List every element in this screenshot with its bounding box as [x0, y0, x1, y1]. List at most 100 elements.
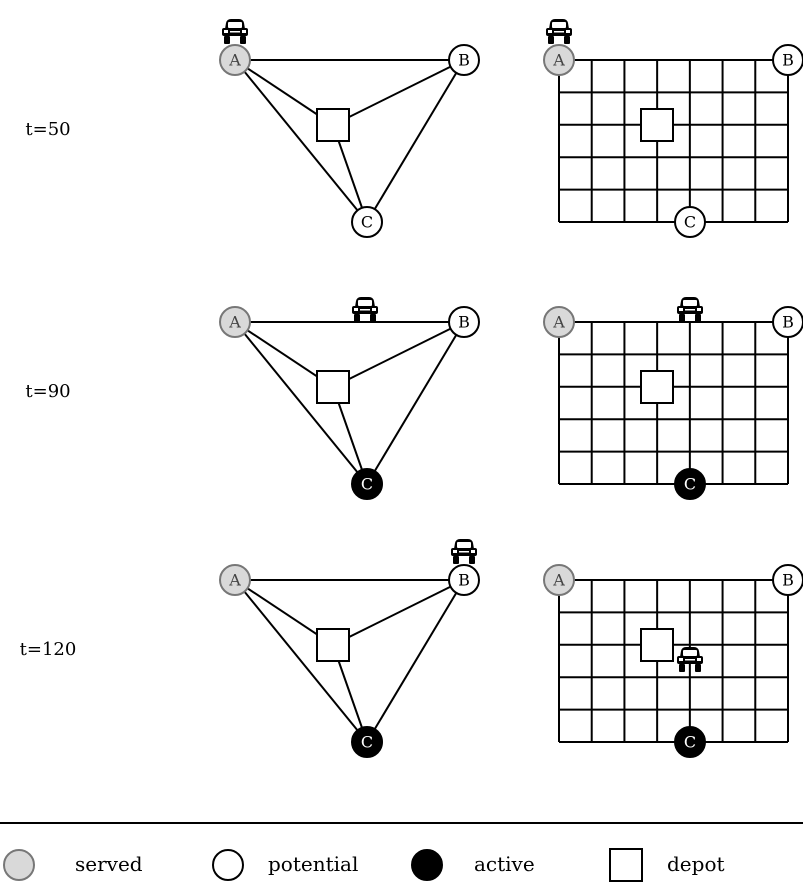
car-headlight: [679, 658, 683, 661]
node-label: A: [552, 51, 565, 70]
car-icon: [677, 647, 703, 672]
legend-label: served: [75, 852, 143, 876]
node-label: B: [782, 313, 794, 332]
car-wheel: [354, 314, 360, 322]
legend-label: active: [474, 852, 535, 876]
node-a: A: [219, 306, 251, 338]
legend-potential-circle: [212, 849, 244, 881]
node-label: C: [361, 475, 373, 494]
node-label: C: [684, 213, 696, 232]
node-potential-circle: [448, 306, 480, 338]
depot-square: [316, 108, 350, 142]
node-potential-circle: [674, 206, 706, 238]
node-a: A: [543, 306, 575, 338]
triangle-network: A B C: [219, 297, 480, 500]
node-b: B: [448, 44, 480, 76]
time-label: t=120: [20, 639, 77, 660]
node-served-circle: [543, 564, 575, 596]
node-label: B: [782, 571, 794, 590]
car-headlight: [697, 308, 701, 311]
car-icon: [451, 539, 477, 564]
car-headlight: [372, 308, 376, 311]
node-b: B: [448, 306, 480, 338]
node-c: C: [351, 468, 383, 500]
node-label: C: [684, 733, 696, 752]
node-b: B: [772, 306, 803, 338]
node-served-circle: [543, 44, 575, 76]
row-3: t=120 A B C A B C: [20, 539, 803, 758]
depot-square: [640, 108, 674, 142]
car-grille: [230, 31, 240, 33]
car-window: [457, 542, 471, 548]
legend: served potential active depot: [3, 848, 725, 882]
edge-b-c: [366, 321, 465, 485]
car-grille: [360, 309, 370, 311]
node-label: A: [228, 571, 241, 590]
car-wheel: [679, 314, 685, 322]
node-a: A: [543, 44, 575, 76]
node-label: C: [684, 475, 696, 494]
depot-square: [640, 370, 674, 404]
node-a: A: [219, 564, 251, 596]
edge-b-depot: [332, 321, 465, 388]
row-2: t=90 A B C A B C: [25, 297, 803, 500]
edge-b-depot: [332, 59, 465, 126]
node-potential-circle: [772, 44, 803, 76]
node-label: A: [552, 571, 565, 590]
time-label: t=90: [25, 381, 70, 402]
node-served-circle: [219, 44, 251, 76]
node-potential-circle: [448, 564, 480, 596]
node-label: C: [361, 213, 373, 232]
node-a: A: [543, 564, 575, 596]
car-wheel: [370, 314, 376, 322]
node-potential-circle: [351, 206, 383, 238]
car-grille: [685, 659, 695, 661]
node-potential-circle: [448, 44, 480, 76]
grid-network: A B C: [543, 19, 803, 238]
node-c: C: [674, 206, 706, 238]
car-wheel: [469, 556, 475, 564]
triangle-network: A B C: [219, 539, 480, 758]
node-label: B: [458, 571, 470, 590]
node-potential-circle: [772, 306, 803, 338]
car-icon: [352, 297, 378, 322]
node-label: A: [552, 313, 565, 332]
car-headlight: [679, 308, 683, 311]
depot-square: [316, 370, 350, 404]
car-headlight: [453, 550, 457, 553]
car-wheel: [679, 664, 685, 672]
edge-b-depot: [332, 579, 465, 646]
car-icon: [222, 19, 248, 44]
car-wheel: [240, 36, 246, 44]
node-c: C: [351, 726, 383, 758]
node-label: C: [361, 733, 373, 752]
car-window: [358, 300, 372, 306]
car-grille: [554, 31, 564, 33]
car-window: [552, 22, 566, 28]
node-b: B: [448, 564, 480, 596]
node-active-circle: [351, 468, 383, 500]
edge-b-c: [366, 59, 465, 223]
node-active-circle: [674, 726, 706, 758]
legend-label: depot: [667, 852, 725, 876]
legend-item-active: active: [411, 849, 535, 881]
car-wheel: [548, 36, 554, 44]
legend-item-potential: potential: [212, 849, 358, 881]
car-window: [683, 650, 697, 656]
node-label: B: [458, 313, 470, 332]
car-icon: [677, 297, 703, 322]
car-grille: [685, 309, 695, 311]
node-b: B: [772, 44, 803, 76]
car-wheel: [224, 36, 230, 44]
node-label: A: [228, 313, 241, 332]
node-b: B: [772, 564, 803, 596]
car-wheel: [695, 664, 701, 672]
node-c: C: [674, 726, 706, 758]
legend-label: potential: [268, 852, 358, 876]
car-wheel: [695, 314, 701, 322]
car-headlight: [354, 308, 358, 311]
car-headlight: [224, 30, 228, 33]
